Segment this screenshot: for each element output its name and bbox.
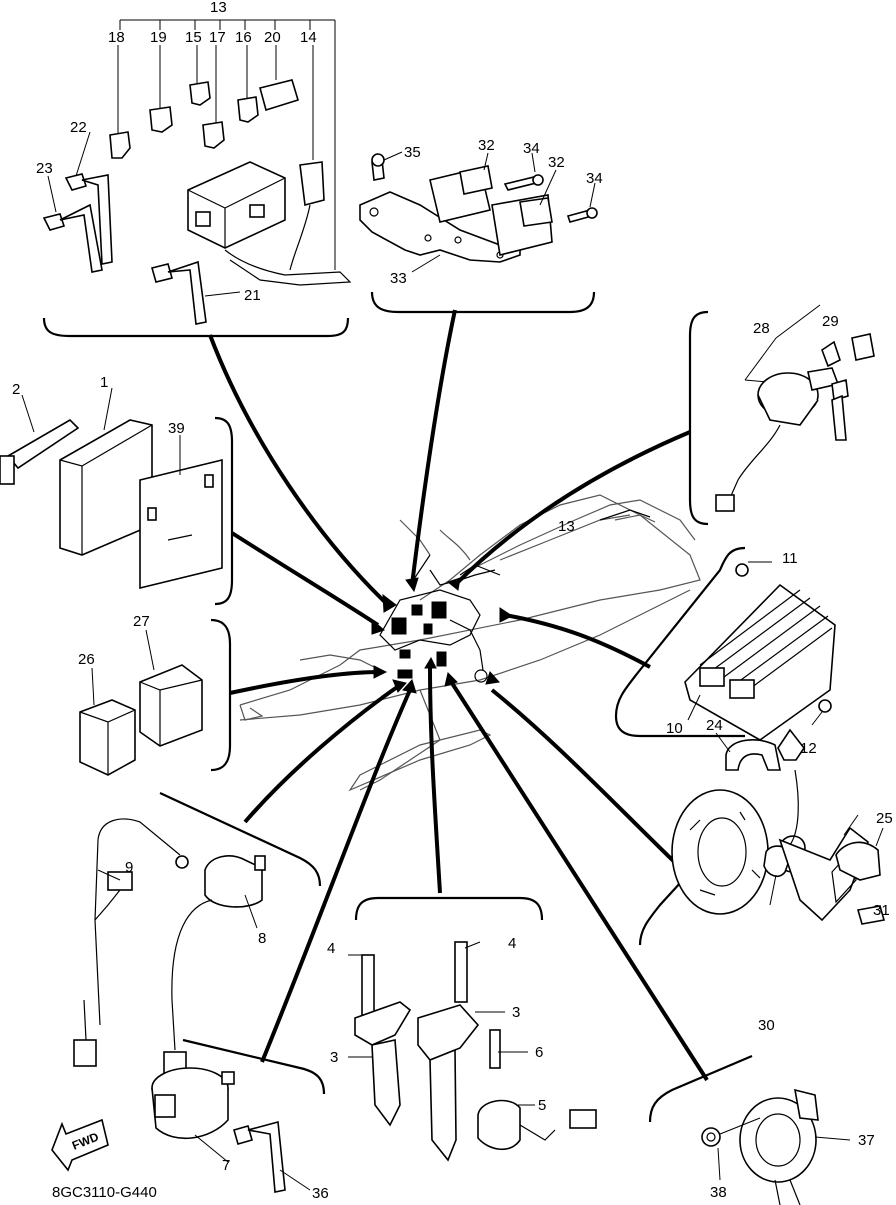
label-12: 12 (800, 740, 817, 757)
motorcycle-frame (239, 494, 701, 792)
label-29: 29 (822, 313, 839, 330)
label-11: 11 (782, 550, 798, 567)
label-1: 1 (100, 374, 108, 391)
label-13-top: 13 (210, 0, 227, 16)
label-21: 21 (244, 287, 261, 304)
group-brackets (42, 291, 753, 1123)
label-5: 5 (538, 1097, 546, 1114)
label-8: 8 (258, 930, 266, 947)
label-3-b: 3 (512, 1004, 520, 1021)
label-36: 36 (312, 1185, 329, 1202)
label-15: 15 (185, 29, 202, 46)
label-19: 19 (150, 29, 167, 46)
label-22: 22 (70, 119, 87, 136)
relay-group (79, 629, 203, 776)
ignition-coil-group (348, 941, 597, 1162)
label-28: 28 (753, 320, 770, 337)
label-18: 18 (108, 29, 125, 46)
label-39: 39 (168, 420, 185, 437)
label-34-b: 34 (586, 170, 603, 187)
label-37: 37 (858, 1132, 875, 1149)
label-25: 25 (876, 810, 893, 827)
rectifier-regulator-group (684, 561, 836, 771)
main-switch-group (715, 304, 875, 512)
label-6: 6 (535, 1044, 543, 1061)
relay-bracket-group (359, 151, 598, 273)
label-27: 27 (133, 613, 150, 630)
label-24: 24 (706, 717, 723, 734)
label-23: 23 (36, 160, 53, 177)
label-20: 20 (264, 29, 281, 46)
label-38: 38 (710, 1184, 727, 1201)
label-32-b: 32 (548, 154, 565, 171)
callout-arrows (208, 309, 709, 1082)
label-17: 17 (209, 29, 226, 46)
fuse-box-group (42, 19, 352, 325)
label-30: 30 (758, 1017, 775, 1034)
label-14: 14 (300, 29, 317, 46)
pickup-sensor-group (671, 728, 886, 925)
label-31: 31 (873, 902, 890, 919)
label-2: 2 (12, 381, 20, 398)
label-32-a: 32 (478, 137, 495, 154)
label-10: 10 (666, 720, 683, 737)
wire-harness-cluster (379, 509, 651, 683)
part-number-labels: 13 18 19 15 17 16 20 14 22 23 21 35 32 3… (12, 0, 893, 1202)
sensor-and-tie-group (151, 1067, 311, 1193)
label-16: 16 (235, 29, 252, 46)
ecu-group (0, 387, 223, 590)
horn-group (701, 1088, 851, 1205)
label-33: 33 (390, 270, 407, 287)
label-4-b: 4 (508, 935, 516, 952)
label-34-a: 34 (523, 140, 540, 157)
diagram-code: 8GC3110-G440 (52, 1184, 157, 1201)
label-7: 7 (222, 1157, 230, 1174)
label-26: 26 (78, 651, 95, 668)
label-9: 9 (125, 859, 133, 876)
label-3-a: 3 (330, 1049, 338, 1066)
lead-and-sensor-group (73, 818, 266, 1079)
forward-arrow-icon: FWD (51, 1118, 109, 1172)
label-35: 35 (404, 144, 421, 161)
label-13-frame: 13 (558, 518, 575, 535)
label-4-a: 4 (327, 940, 335, 957)
